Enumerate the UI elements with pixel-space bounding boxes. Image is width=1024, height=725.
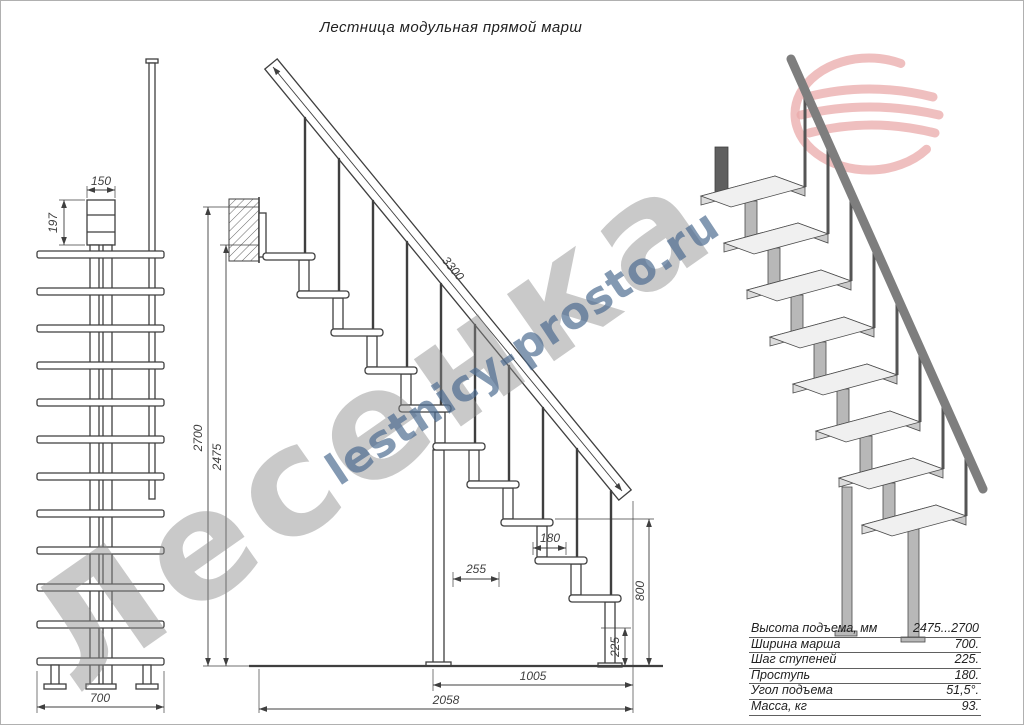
spec-label: Шаг ступеней	[751, 652, 837, 667]
spec-label: Угол подъема	[751, 683, 833, 698]
iso-view	[699, 54, 988, 643]
dim-label-tread-depth: 180	[540, 531, 560, 545]
front-rail-post	[148, 62, 156, 500]
front-spine-left	[89, 244, 100, 687]
spec-table: Высота подъема, мм 2475...2700 Ширина ма…	[749, 621, 981, 716]
dim-label-front-bracket-height: 197	[46, 212, 60, 233]
spec-row: Масса, кг 93.	[749, 698, 981, 716]
spec-value: 51,5°.	[946, 683, 979, 698]
wall-hatch	[228, 198, 260, 262]
spec-label: Высота подъема, мм	[751, 621, 878, 635]
dim-label-height-min: 2475	[210, 443, 224, 471]
logo-ring-icon	[790, 53, 948, 175]
side-treads	[262, 252, 622, 603]
iso-balusters	[803, 90, 968, 516]
dim-label-step-rise: 225	[608, 637, 622, 658]
spec-label: Проступь	[751, 667, 811, 682]
dim-label-height-max: 2700	[191, 424, 205, 452]
logo-stripe-icon	[802, 84, 938, 102]
side-view: 3300	[191, 57, 663, 713]
spec-value: 700.	[954, 636, 979, 651]
side-mid-leg	[432, 449, 445, 667]
front-wall-bracket	[86, 199, 116, 246]
side-supports	[298, 259, 623, 668]
spec-value: 2475...2700	[912, 621, 979, 635]
dim-label-support-height: 800	[633, 581, 647, 601]
spec-value: 180.	[954, 667, 979, 682]
logo-stripe-icon	[796, 102, 944, 120]
side-balusters	[303, 116, 613, 597]
page-title: Лестница модульная прямой марш	[319, 19, 583, 36]
dim-label-front-width: 700	[90, 691, 110, 705]
spec-value: 225.	[954, 652, 979, 667]
front-spine-right	[102, 244, 113, 687]
dim-label-base-span: 1005	[520, 669, 547, 683]
iso-front-leg	[841, 486, 853, 634]
spec-label: Ширина марша	[751, 636, 841, 651]
iso-treads	[699, 175, 968, 537]
spec-row: Угол подъема 51,5°.	[749, 684, 981, 700]
spec-value: 93.	[961, 698, 979, 713]
spec-row: Ширина марша 700.	[749, 636, 981, 654]
spec-row: Шаг ступеней 225.	[749, 653, 981, 669]
dim-label-front-bracket-width: 150	[91, 174, 111, 188]
spec-row: Проступь 180.	[749, 667, 981, 685]
iso-handrail	[786, 54, 988, 494]
front-view: 150 197 700	[36, 58, 165, 713]
dim-label-total-run: 2058	[432, 693, 460, 707]
spec-row: Высота подъема, мм 2475...2700	[749, 621, 981, 638]
front-treads	[36, 250, 165, 666]
dim-label-module-run: 255	[465, 562, 486, 576]
spec-label: Масса, кг	[751, 698, 807, 713]
wall-mount-plate	[258, 212, 267, 258]
